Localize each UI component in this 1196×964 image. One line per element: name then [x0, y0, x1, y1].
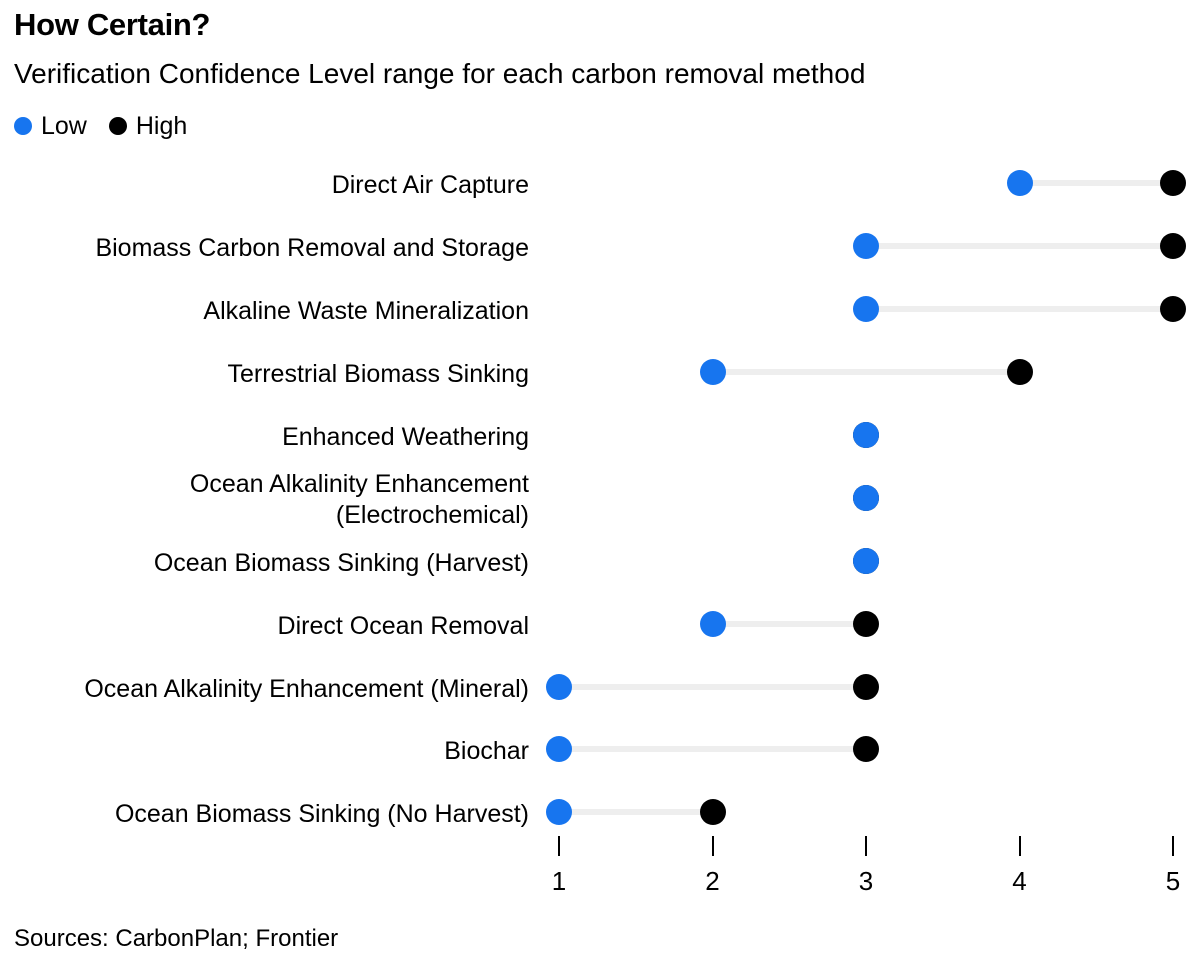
- x-axis-tick-label: 4: [1012, 866, 1027, 896]
- legend-dot-icon: [108, 117, 127, 135]
- chart-subtitle: Verification Confidence Level range for …: [14, 58, 866, 89]
- range-connector: [866, 243, 1173, 249]
- data-point-low[interactable]: [546, 736, 572, 762]
- legend-label: High: [135, 112, 188, 140]
- x-axis-tick-label: 2: [705, 866, 720, 896]
- data-point-high[interactable]: [1160, 233, 1186, 259]
- x-axis-tick-mark: [711, 836, 714, 856]
- data-point-low[interactable]: [853, 233, 879, 259]
- data-point-low[interactable]: [853, 296, 879, 322]
- range-connector: [1019, 180, 1173, 186]
- range-connector: [712, 621, 866, 627]
- category-label: Biomass Carbon Removal and Storage: [95, 233, 529, 262]
- range-connector: [866, 306, 1173, 312]
- page-title: How Certain?: [14, 7, 211, 42]
- range-connector: [712, 369, 1020, 375]
- category-label: Biochar: [444, 736, 529, 765]
- x-axis-tick-mark: [1172, 836, 1174, 856]
- range-connector: [559, 809, 713, 815]
- x-axis-tick-label: 5: [1165, 866, 1181, 896]
- range-connector: [559, 746, 866, 752]
- legend-label: Low: [41, 112, 87, 140]
- data-point-low[interactable]: [853, 548, 879, 574]
- chart-legend: Low High: [14, 110, 187, 142]
- category-label: Terrestrial Biomass Sinking: [227, 359, 530, 388]
- legend-item-low[interactable]: Low: [14, 110, 87, 142]
- category-label: Ocean Biomass Sinking (Harvest): [153, 548, 529, 577]
- data-point-low[interactable]: [699, 611, 726, 637]
- data-point-high[interactable]: [1160, 296, 1186, 322]
- legend-dot-icon: [14, 117, 32, 135]
- data-point-low[interactable]: [546, 674, 572, 700]
- data-point-high[interactable]: [1006, 359, 1033, 385]
- category-label: Ocean Alkalinity Enhancement (Electroche…: [189, 470, 529, 529]
- category-label: Ocean Alkalinity Enhancement (Mineral): [84, 674, 529, 703]
- x-axis-tick-mark: [1018, 836, 1021, 856]
- category-label: Ocean Biomass Sinking (No Harvest): [114, 799, 529, 828]
- category-label: Direct Ocean Removal: [277, 611, 529, 640]
- source-note: Sources: CarbonPlan; Frontier: [14, 925, 339, 952]
- x-axis-tick-mark: [865, 836, 867, 856]
- data-point-low[interactable]: [1006, 170, 1033, 196]
- x-axis-tick-mark: [558, 836, 560, 856]
- legend-item-high[interactable]: High: [108, 110, 188, 142]
- data-point-low[interactable]: [853, 422, 879, 448]
- data-point-high[interactable]: [853, 611, 879, 637]
- category-label: Alkaline Waste Mineralization: [203, 296, 529, 325]
- data-point-low[interactable]: [853, 485, 879, 511]
- category-label: Enhanced Weathering: [282, 422, 529, 451]
- range-connector: [559, 684, 866, 690]
- data-point-high[interactable]: [699, 799, 726, 825]
- x-axis-tick-label: 3: [858, 866, 874, 896]
- category-label: Direct Air Capture: [331, 170, 529, 199]
- data-point-high[interactable]: [1160, 170, 1186, 196]
- data-point-low[interactable]: [546, 799, 572, 825]
- data-point-low[interactable]: [699, 359, 726, 385]
- x-axis-tick-label: 1: [551, 866, 567, 896]
- data-point-high[interactable]: [853, 736, 879, 762]
- data-point-high[interactable]: [853, 674, 879, 700]
